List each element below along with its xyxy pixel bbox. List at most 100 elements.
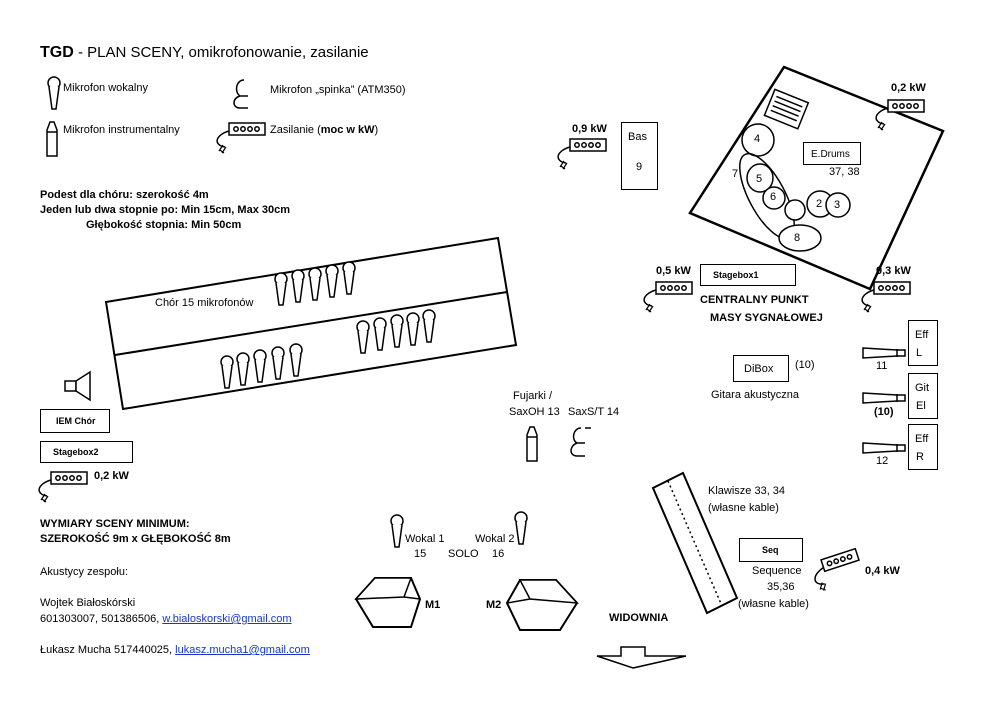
- vocal-mic-2: [514, 511, 528, 545]
- dibox-caption: Gitara akustyczna: [711, 389, 800, 401]
- drum-piece-5: 5: [756, 173, 763, 185]
- title-bold: TGD: [40, 44, 74, 61]
- contacts-heading: Akustycy zespołu:: [40, 566, 129, 578]
- power-strip-stagebox2: [38, 471, 88, 503]
- monitor-m1-label: M1: [425, 599, 441, 611]
- vocal-mic-icon: [47, 76, 61, 110]
- vocal1-label: Wokal 1: [405, 533, 445, 545]
- hihat-stand-icon: [763, 88, 810, 130]
- power-right: 0,3 kW: [876, 265, 911, 277]
- drum-piece-6: 6: [770, 191, 777, 203]
- amp-mic-11: 11: [876, 360, 888, 372]
- bass-label: Bas: [628, 131, 647, 143]
- bass-amp: Bas 9: [621, 122, 658, 190]
- iem-speaker-icon: [64, 370, 91, 402]
- stagebox2-label: Stagebox2: [53, 447, 99, 457]
- dibox-label: DiBox: [744, 363, 774, 375]
- drum-piece-7: 7: [732, 168, 739, 180]
- center-note-2: MASY SYGNAŁOWEJ: [710, 312, 823, 324]
- legend-power-prefix: Zasilanie (: [270, 124, 321, 136]
- amp-eff-l: Eff L: [908, 320, 938, 366]
- vocal2-number: 16: [492, 548, 505, 560]
- seq-line2: 35,36: [767, 581, 795, 593]
- amp-mic-git: [862, 392, 906, 404]
- amp-mic-eff-r: [862, 442, 906, 454]
- amp-mic-10: (10): [874, 406, 894, 418]
- power-drums: 0,2 kW: [891, 82, 926, 94]
- audience-arrow-icon: [596, 646, 687, 669]
- edrums-numbers: 37, 38: [829, 166, 860, 178]
- drum-piece-4: 4: [754, 133, 761, 145]
- legend-power-bold: moc w kW: [320, 124, 375, 136]
- power-bass: 0,9 kW: [572, 123, 607, 135]
- stagebox1: Stagebox1: [700, 264, 796, 286]
- choir-riser: [104, 236, 518, 411]
- choir-note-2: Jeden lub dwa stopnie po: Min 15cm, Max …: [40, 204, 291, 216]
- bass-number: 9: [636, 161, 643, 173]
- legend-clip-mic: Mikrofon „spinka” (ATM350): [270, 84, 406, 96]
- keys-line1: Klawisze 33, 34: [708, 485, 786, 497]
- amp-git-el: Git El: [908, 373, 938, 419]
- contact1-email-link[interactable]: w.bialoskorski@gmail.com: [162, 613, 292, 625]
- sax-clip-mic-icon: [570, 427, 591, 457]
- vocal2-label: Wokal 2: [475, 533, 515, 545]
- flute-line2: SaxOH 13: [509, 406, 560, 418]
- flute-mic-icon: [526, 426, 538, 462]
- instrument-mic-icon: [46, 121, 58, 157]
- page-title: TGD - PLAN SCENY, omikrofonowanie, zasil…: [40, 44, 369, 62]
- amp-eff-r-line1: Eff: [915, 433, 929, 445]
- monitor-m2-label: M2: [486, 599, 502, 611]
- contact1-name: Wojtek Białoskórski: [40, 597, 136, 609]
- amp-mic-eff-l: [862, 347, 906, 359]
- stagebox2: Stagebox2: [40, 441, 133, 463]
- power-strip-bass: [557, 138, 607, 170]
- seq-label: Seq: [762, 545, 779, 555]
- legend-instrument-mic: Mikrofon instrumentalny: [63, 124, 180, 136]
- legend-power: Zasilanie (moc w kW): [270, 124, 378, 137]
- monitor-m1: [354, 577, 422, 628]
- amp-git-line1: Git: [915, 382, 930, 394]
- center-note-1: CENTRALNY PUNKT: [700, 294, 809, 306]
- power-strip-keys: [808, 547, 866, 593]
- legend-vocal-mic: Mikrofon wokalny: [63, 82, 148, 94]
- seq-line3: (własne kable): [738, 598, 809, 610]
- vocal-mic-1: [390, 514, 404, 548]
- drum-piece-8: 8: [794, 232, 801, 244]
- flute-line1: Fujarki /: [513, 390, 553, 402]
- iem-choir-box: IEM Chór: [40, 409, 110, 433]
- choir-note-1: Podest dla chóru: szerokość 4m: [40, 189, 209, 201]
- power-strip-icon: [216, 122, 266, 154]
- iem-label: IEM Chór: [56, 416, 96, 426]
- amp-eff-r-line2: R: [916, 451, 924, 463]
- power-keys: 0,4 kW: [865, 565, 900, 577]
- keyboard-stand: [651, 471, 739, 615]
- choir-label: Chór 15 mikrofonów: [155, 297, 254, 310]
- dimensions-line1: WYMIARY SCENY MINIMUM:: [40, 518, 190, 530]
- keys-line2: (własne kable): [708, 502, 779, 514]
- power-stagebox2: 0,2 kW: [94, 470, 129, 482]
- drum-piece-3: 3: [834, 199, 841, 211]
- vocal1-number: 15: [414, 548, 427, 560]
- edrums-box: E.Drums: [803, 142, 861, 165]
- power-center: 0,5 kW: [656, 265, 691, 277]
- dimensions-line2: SZEROKOŚĆ 9m x GŁĘBOKOŚĆ 8m: [40, 533, 231, 545]
- dibox-number: (10): [795, 359, 815, 371]
- amp-git-line2: El: [916, 400, 926, 412]
- sax-label: SaxS/T 14: [568, 406, 620, 418]
- amp-eff-l-line1: Eff: [915, 329, 929, 341]
- contact2-email-link[interactable]: lukasz.mucha1@gmail.com: [175, 644, 310, 656]
- edrums-label: E.Drums: [811, 149, 850, 160]
- contact2-name-phone: Łukasz Mucha 517440025,: [40, 644, 176, 656]
- monitor-m2: [505, 579, 579, 631]
- clip-mic-icon: [233, 79, 248, 109]
- dibox: DiBox: [733, 355, 789, 382]
- amp-eff-l-line2: L: [916, 347, 923, 359]
- seq-line1: Sequence: [752, 565, 802, 577]
- audience-label: WIDOWNIA: [609, 612, 669, 624]
- title-rest: - PLAN SCENY, omikrofonowanie, zasilanie: [73, 44, 369, 61]
- contact1-phones: 601303007, 501386506,: [40, 613, 163, 625]
- contact2-details: Łukasz Mucha 517440025, lukasz.mucha1@gm…: [40, 644, 310, 657]
- seq-box: Seq: [739, 538, 803, 562]
